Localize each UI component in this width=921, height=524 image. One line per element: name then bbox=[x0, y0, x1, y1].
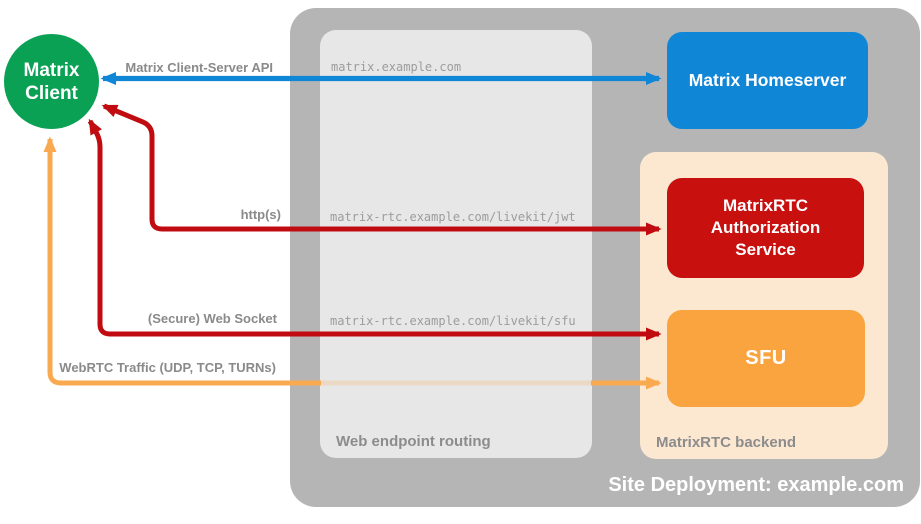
endpoint-livekit-sfu: matrix-rtc.example.com/livekit/sfu bbox=[330, 314, 576, 328]
matrixrtc-authorization-service-node: MatrixRTC Authorization Service bbox=[667, 178, 864, 278]
matrix-homeserver-label: Matrix Homeserver bbox=[688, 70, 847, 90]
endpoint-matrix-example-com: matrix.example.com bbox=[331, 60, 462, 74]
sfu-label: SFU bbox=[745, 347, 787, 369]
matrixrtc-authorization-service-label: MatrixRTC Authorization Service bbox=[710, 196, 821, 259]
websocket-arrow-label: (Secure) Web Socket bbox=[147, 311, 277, 326]
endpoint-livekit-jwt: matrix-rtc.example.com/livekit/jwt bbox=[330, 210, 576, 224]
https-arrow-label: http(s) bbox=[240, 207, 281, 222]
web-endpoint-routing-label: Web endpoint routing bbox=[336, 433, 491, 450]
web-endpoint-routing-panel: Web endpoint routing bbox=[320, 30, 592, 458]
matrix-homeserver-node: Matrix Homeserver bbox=[667, 32, 868, 129]
client-server-api-arrow-label: Matrix Client-Server API bbox=[125, 60, 273, 75]
site-deployment-label: Site Deployment: example.com bbox=[608, 474, 904, 496]
sfu-node: SFU bbox=[667, 310, 865, 407]
webrtc-traffic-arrow-label: WebRTC Traffic (UDP, TCP, TURNs) bbox=[59, 360, 276, 375]
matrix-client-node: Matrix Client bbox=[4, 34, 99, 129]
matrix-client-label: Matrix Client bbox=[23, 59, 80, 104]
matrixrtc-backend-label: MatrixRTC backend bbox=[656, 434, 797, 451]
